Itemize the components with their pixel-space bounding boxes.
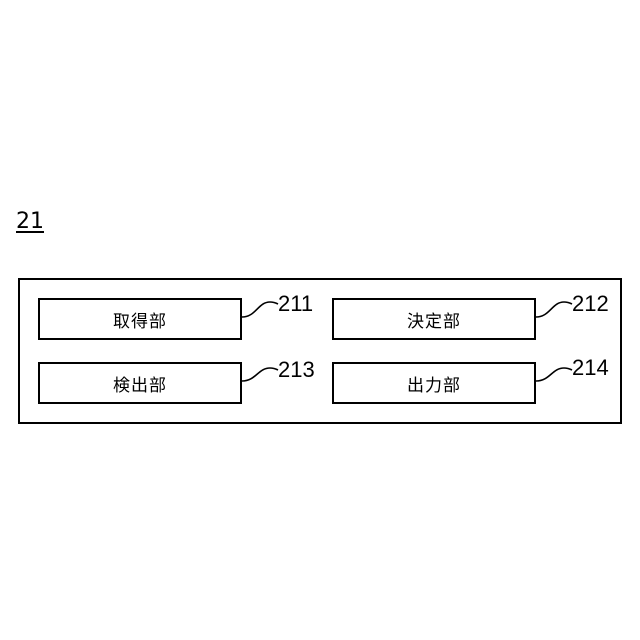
unit-label-output: 出力部 xyxy=(407,371,461,396)
unit-label-detection: 検出部 xyxy=(113,371,167,396)
unit-label-acquisition: 取得部 xyxy=(113,307,167,332)
reference-numeral-211: 211 xyxy=(278,292,313,316)
unit-box-detection: 検出部 xyxy=(38,362,242,404)
unit-box-acquisition: 取得部 xyxy=(38,298,242,340)
figure-reference-number: 21 xyxy=(16,210,44,234)
unit-box-output: 出力部 xyxy=(332,362,536,404)
reference-numeral-212: 212 xyxy=(572,292,609,316)
unit-box-determination: 決定部 xyxy=(332,298,536,340)
unit-label-determination: 決定部 xyxy=(407,307,461,332)
reference-numeral-214: 214 xyxy=(572,356,609,380)
reference-numeral-213: 213 xyxy=(278,358,315,382)
